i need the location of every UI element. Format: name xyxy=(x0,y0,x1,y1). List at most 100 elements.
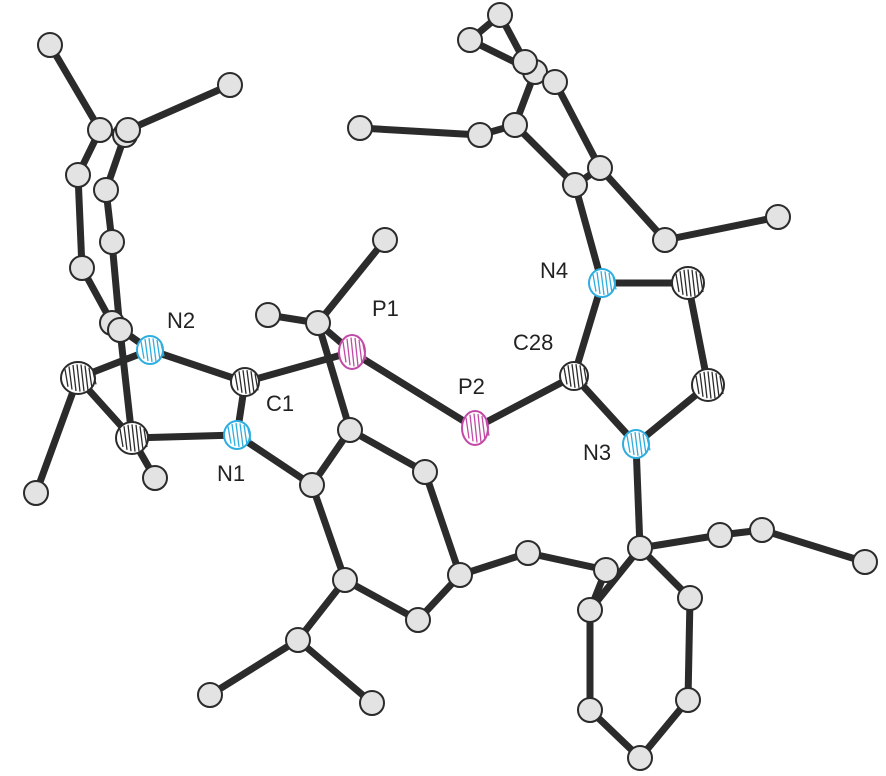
atom-d3 xyxy=(447,562,473,588)
atom-d1 xyxy=(337,417,363,443)
bond xyxy=(74,171,86,272)
atom-label-n3: N3 xyxy=(583,440,612,465)
bond xyxy=(471,372,578,432)
atom-b2 xyxy=(255,302,281,328)
atom-label-n1: N1 xyxy=(217,461,246,486)
atom-e2 xyxy=(593,557,619,583)
atom-i2 xyxy=(115,117,141,143)
atom-f6 xyxy=(677,585,703,611)
bond xyxy=(346,426,429,476)
atom-c3 xyxy=(115,421,149,455)
atom-c5 xyxy=(142,465,168,491)
atom-label-p2: P2 xyxy=(458,374,485,399)
bond xyxy=(661,213,782,244)
bond xyxy=(32,374,82,497)
bond xyxy=(596,164,669,244)
atom-label-p1: P1 xyxy=(372,296,399,321)
bond xyxy=(571,181,606,287)
atom-f3 xyxy=(577,697,603,723)
atom-n1 xyxy=(223,420,252,450)
atom-d8 xyxy=(197,682,223,708)
atom-c30 xyxy=(691,368,725,402)
atom-f1 xyxy=(627,535,653,561)
atom-f9 xyxy=(852,549,878,575)
atom-label-n4: N4 xyxy=(540,258,569,283)
atom-r4 xyxy=(93,177,119,203)
bond xyxy=(551,78,604,172)
atom-g4 xyxy=(765,204,791,230)
bond xyxy=(241,348,356,386)
bond xyxy=(570,372,640,448)
bond xyxy=(636,531,724,552)
bond xyxy=(684,594,694,704)
atom-g2 xyxy=(587,155,613,181)
atom-f8 xyxy=(749,517,775,543)
atom-g8 xyxy=(347,115,373,141)
atom-f2 xyxy=(577,597,603,623)
atom-n2 xyxy=(136,335,165,365)
atom-c2 xyxy=(60,361,97,395)
atom-r8 xyxy=(107,317,133,343)
bond xyxy=(146,346,249,386)
bond xyxy=(308,481,349,584)
bond xyxy=(758,526,869,566)
atom-p1 xyxy=(338,334,367,370)
bond xyxy=(124,81,234,134)
bond xyxy=(421,468,464,579)
atom-g12 xyxy=(512,49,538,75)
bond xyxy=(632,440,644,552)
atom-r2 xyxy=(69,255,95,281)
atom-c29 xyxy=(671,266,705,300)
atom-b1 xyxy=(305,310,331,336)
atom-label-c28: C28 xyxy=(513,330,554,355)
atom-g5 xyxy=(502,112,528,138)
atom-d4 xyxy=(405,607,431,633)
atom-c1 xyxy=(230,367,260,397)
atom-c28 xyxy=(559,361,589,391)
atom-n4 xyxy=(588,268,617,298)
bond xyxy=(511,121,579,189)
bond xyxy=(348,348,479,432)
bond xyxy=(570,279,606,380)
atom-i1 xyxy=(37,32,63,58)
atom-r3 xyxy=(65,162,91,188)
atom-label-n2: N2 xyxy=(167,308,196,333)
bond xyxy=(233,431,316,489)
bond xyxy=(341,576,422,624)
atom-r1 xyxy=(99,229,125,255)
atom-e1 xyxy=(515,540,541,566)
bond xyxy=(684,279,712,389)
atom-d5 xyxy=(332,567,358,593)
atom-p2 xyxy=(461,410,490,446)
atom-g7 xyxy=(467,122,493,148)
bond xyxy=(46,41,104,134)
bond xyxy=(314,236,389,327)
atom-b3 xyxy=(372,227,398,253)
bond-layer xyxy=(32,11,869,762)
atom-d9 xyxy=(359,690,385,716)
atom-d7 xyxy=(285,627,311,653)
atom-g1 xyxy=(562,172,588,198)
atom-f4 xyxy=(627,745,653,771)
atom-d2 xyxy=(412,459,438,485)
bond xyxy=(206,636,302,699)
bond xyxy=(314,319,354,434)
atom-g3 xyxy=(652,227,678,253)
atom-i3 xyxy=(217,72,243,98)
atom-g11 xyxy=(542,69,568,95)
atom-f7 xyxy=(707,522,733,548)
bond xyxy=(116,326,136,442)
bond xyxy=(128,431,241,442)
atom-r5 xyxy=(87,117,113,143)
atom-label-c1: C1 xyxy=(266,391,295,416)
atom-f5 xyxy=(675,687,701,713)
atom-d6 xyxy=(299,472,325,498)
bond xyxy=(524,549,610,574)
atom-n3 xyxy=(622,429,651,459)
atom-g10 xyxy=(457,27,483,53)
atom-layer xyxy=(23,2,878,771)
bond xyxy=(356,124,484,139)
bond xyxy=(294,636,376,707)
atom-g9 xyxy=(487,2,513,28)
